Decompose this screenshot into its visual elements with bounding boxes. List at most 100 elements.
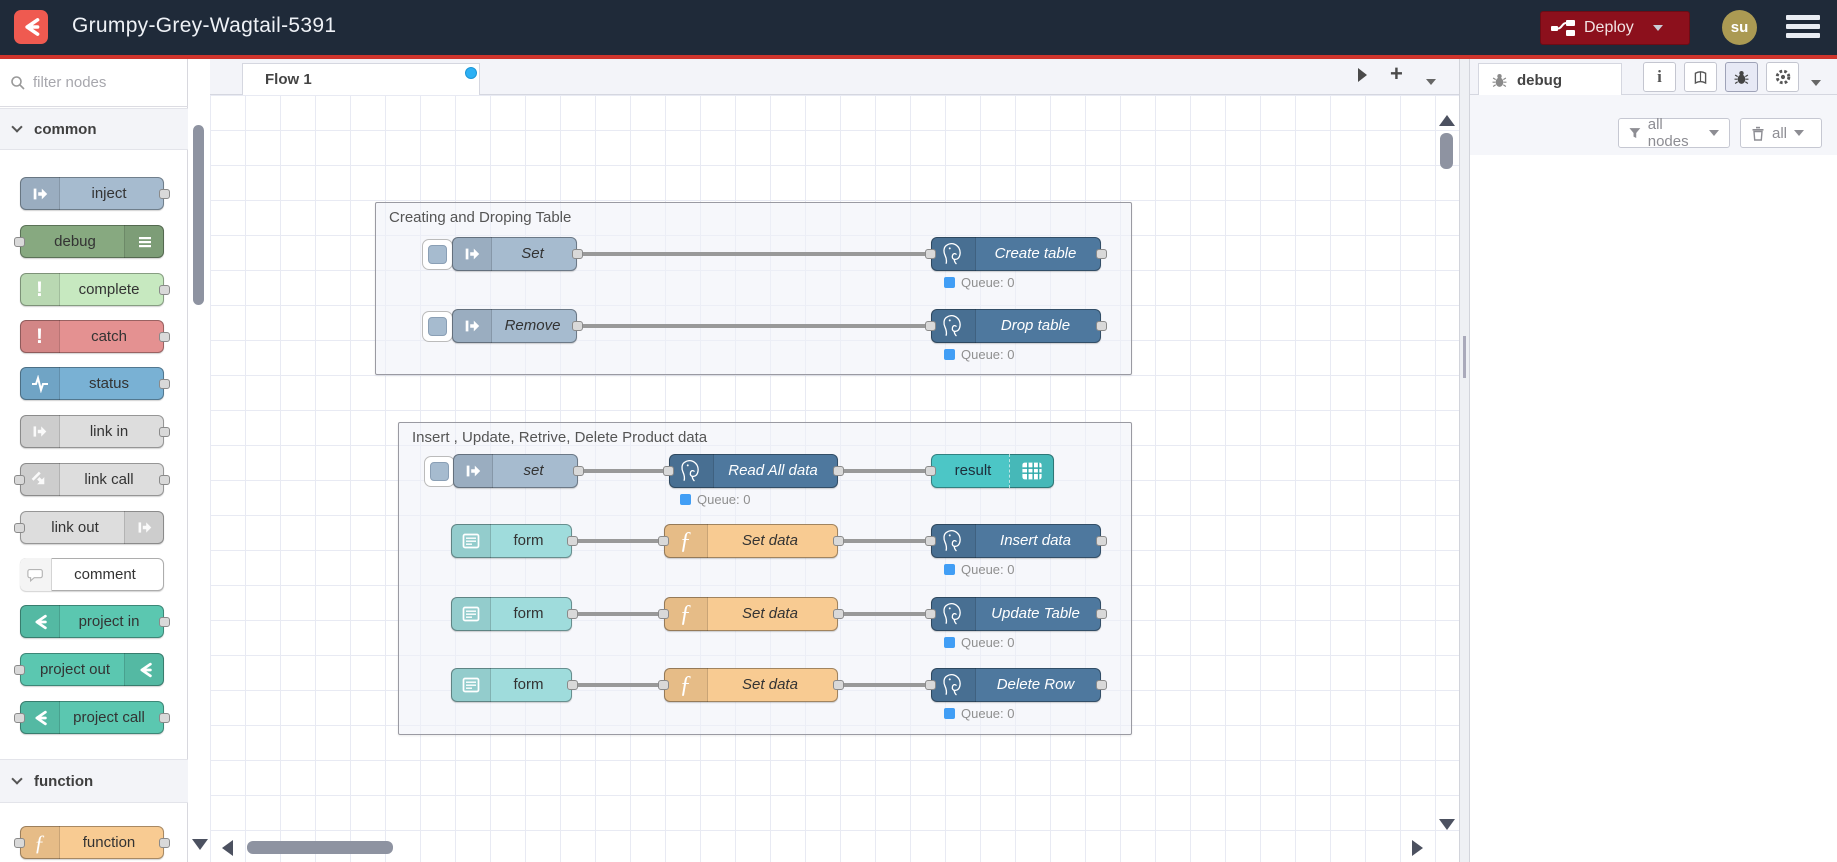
output-port[interactable] (159, 837, 170, 848)
output-port[interactable] (159, 378, 170, 389)
output-port[interactable] (159, 331, 170, 342)
output-port[interactable] (159, 188, 170, 199)
output-port[interactable] (159, 284, 170, 295)
palette-node-project-out[interactable]: project out (14, 653, 164, 686)
output-port[interactable] (159, 616, 170, 627)
output-port[interactable] (567, 536, 578, 546)
palette-node-status[interactable]: status (20, 367, 170, 400)
sidebar-resize-handle[interactable] (1459, 59, 1470, 862)
output-port[interactable] (1096, 249, 1107, 259)
palette-node-complete[interactable]: ! complete (20, 273, 170, 306)
flow-canvas[interactable]: Creating and Droping Table Set Create ta… (210, 95, 1459, 862)
form-node[interactable]: form (451, 597, 578, 631)
debug-messages-panel[interactable] (1470, 155, 1837, 862)
output-port[interactable] (567, 680, 578, 690)
category-common[interactable]: common (0, 108, 188, 150)
config-nodes-tab-button[interactable] (1766, 62, 1799, 92)
palette-node-project-call[interactable]: project call (14, 701, 170, 734)
canvas-scroll-down-icon[interactable] (1439, 819, 1455, 830)
tab-debug[interactable]: debug (1478, 63, 1622, 96)
output-port[interactable] (159, 426, 170, 437)
palette-node-link-out[interactable]: link out (14, 511, 164, 544)
canvas-vertical-scrollbar[interactable] (1440, 133, 1453, 169)
output-port[interactable] (1096, 609, 1107, 619)
canvas-scroll-left-icon[interactable] (222, 840, 233, 856)
input-port[interactable] (925, 680, 936, 690)
output-port[interactable] (572, 249, 583, 259)
output-port[interactable] (833, 466, 844, 476)
output-port[interactable] (1096, 536, 1107, 546)
palette-scroll-down-icon[interactable] (192, 839, 208, 850)
main-menu-button[interactable] (1786, 15, 1820, 42)
input-port[interactable] (14, 664, 25, 675)
wire[interactable] (577, 324, 935, 328)
palette-scrollbar[interactable] (193, 125, 204, 305)
user-avatar[interactable]: su (1722, 10, 1757, 45)
function-node-set-data[interactable]: ƒ Set data (658, 597, 844, 631)
output-port[interactable] (1096, 680, 1107, 690)
inject-node-set[interactable]: set (453, 454, 584, 488)
form-node[interactable]: form (451, 668, 578, 702)
function-node-set-data[interactable]: ƒ Set data (658, 668, 844, 702)
input-port[interactable] (925, 466, 936, 476)
form-node[interactable]: form (451, 524, 578, 558)
canvas-horizontal-scrollbar[interactable] (247, 841, 393, 854)
palette-node-inject[interactable]: inject (20, 177, 170, 210)
deploy-button[interactable]: Deploy (1540, 11, 1690, 45)
input-port[interactable] (14, 522, 25, 533)
inject-button[interactable] (424, 456, 455, 487)
output-port[interactable] (833, 536, 844, 546)
input-port[interactable] (658, 536, 669, 546)
add-flow-button[interactable]: + (1390, 61, 1403, 86)
input-port[interactable] (14, 837, 25, 848)
palette-search[interactable] (0, 59, 188, 107)
output-port[interactable] (567, 609, 578, 619)
palette-node-function[interactable]: ƒ function (14, 826, 170, 859)
palette-node-link-in[interactable]: link in (20, 415, 170, 448)
input-port[interactable] (925, 249, 936, 259)
wire[interactable] (572, 683, 664, 687)
palette-node-comment[interactable]: comment (20, 558, 164, 591)
filter-nodes-input[interactable] (33, 74, 163, 91)
group-create-drop-table[interactable]: Creating and Droping Table (375, 202, 1132, 375)
postgres-node-delete-row[interactable]: Delete Row (925, 668, 1107, 702)
wire[interactable] (572, 539, 664, 543)
ui-table-node-result[interactable]: result (925, 454, 1054, 488)
input-port[interactable] (14, 712, 25, 723)
inject-node-remove[interactable]: Remove (452, 309, 583, 343)
postgres-node-update-table[interactable]: Update Table (925, 597, 1107, 631)
output-port[interactable] (159, 474, 170, 485)
category-function[interactable]: function (0, 759, 188, 803)
wire[interactable] (577, 469, 673, 473)
wire[interactable] (840, 469, 935, 473)
output-port[interactable] (159, 712, 170, 723)
palette-node-debug[interactable]: debug (14, 225, 164, 258)
debug-clear-button[interactable]: all (1740, 118, 1822, 148)
output-port[interactable] (833, 609, 844, 619)
canvas-scroll-up-icon[interactable] (1439, 115, 1455, 126)
input-port[interactable] (14, 474, 25, 485)
palette-node-catch[interactable]: ! catch (20, 320, 170, 353)
input-port[interactable] (925, 609, 936, 619)
help-tab-button[interactable] (1684, 62, 1717, 92)
input-port[interactable] (925, 321, 936, 331)
output-port[interactable] (1096, 321, 1107, 331)
wire[interactable] (838, 539, 935, 543)
inject-button[interactable] (422, 311, 453, 342)
input-port[interactable] (663, 466, 674, 476)
input-port[interactable] (658, 609, 669, 619)
deploy-dropdown-icon[interactable] (1652, 25, 1663, 31)
inject-node-set[interactable]: Set (452, 237, 583, 271)
tab-flow-1[interactable]: Flow 1 (242, 63, 480, 96)
info-tab-button[interactable]: i (1643, 62, 1676, 92)
postgres-node-read-all-data[interactable]: Read All data (663, 454, 844, 488)
input-port[interactable] (925, 536, 936, 546)
wire[interactable] (577, 252, 935, 256)
input-port[interactable] (14, 236, 25, 247)
inject-button[interactable] (422, 239, 453, 270)
output-port[interactable] (572, 321, 583, 331)
canvas-scroll-right-icon[interactable] (1412, 840, 1423, 856)
input-port[interactable] (658, 680, 669, 690)
wire[interactable] (572, 612, 664, 616)
tab-scroll-right-icon[interactable] (1358, 68, 1367, 82)
